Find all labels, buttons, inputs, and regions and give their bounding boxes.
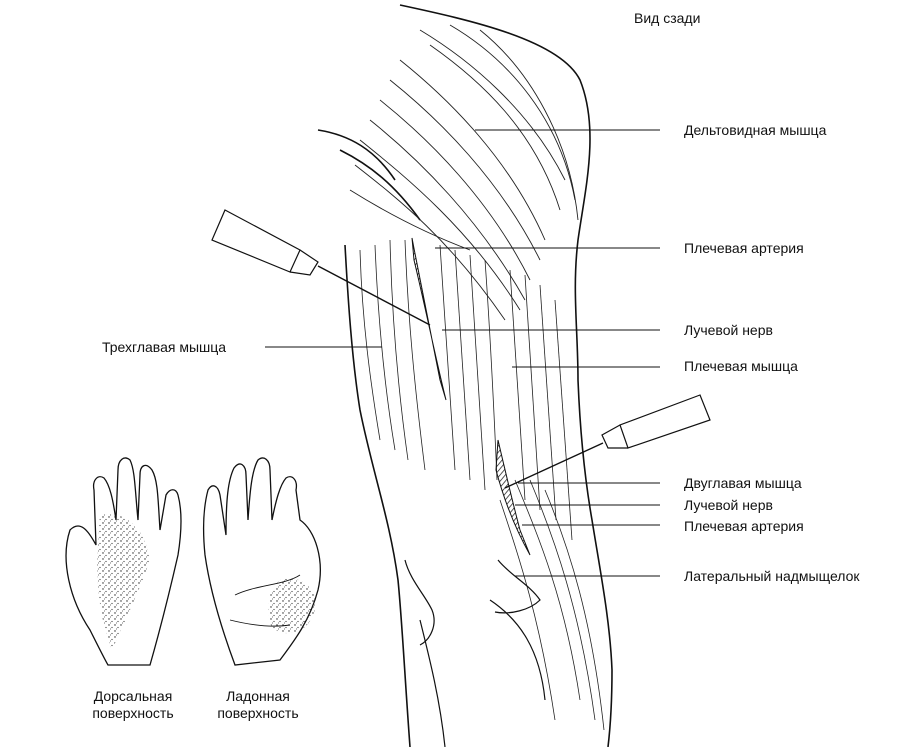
nerve-groove-top: [411, 237, 447, 401]
elbow-bones: [404, 559, 546, 747]
label-deltoid: Дельтовидная мышца: [684, 122, 827, 138]
label-triceps: Трехглавая мышца: [102, 339, 227, 355]
caption-palmar: Ладонная поверхность: [193, 688, 323, 722]
label-brachial-artery-top: Плечевая артерия: [684, 240, 804, 256]
label-brachial-artery-bottom: Плечевая артерия: [684, 518, 804, 534]
caption-dorsal-line1: Дорсальная: [93, 688, 173, 704]
dorsal-hand: [65, 457, 182, 666]
caption-palmar-line2: поверхность: [217, 705, 299, 721]
needle-bottom: [504, 394, 711, 489]
brachialis-fibers: [499, 269, 605, 731]
label-brachialis: Плечевая мышца: [684, 358, 798, 374]
label-radial-nerve-bottom: Лучевой нерв: [684, 497, 773, 513]
needle-top: [211, 209, 431, 326]
deltoid-muscle: [349, 24, 579, 321]
caption-dorsal: Дорсальная поверхность: [68, 688, 198, 722]
view-title: Вид сзади: [634, 10, 701, 26]
nerve-groove-bottom: [495, 439, 531, 556]
caption-dorsal-line2: поверхность: [92, 705, 174, 721]
triceps-fibers: [359, 239, 498, 491]
caption-palmar-line1: Ладонная: [226, 688, 290, 704]
label-radial-nerve-top: Лучевой нерв: [684, 322, 773, 338]
arm-outline: [317, 4, 613, 747]
leader-lines: [265, 129, 660, 577]
palmar-hand: [202, 457, 321, 666]
label-lateral-epicondyle: Латеральный надмыщелок: [684, 568, 860, 584]
label-biceps: Двуглавая мышца: [684, 475, 802, 491]
